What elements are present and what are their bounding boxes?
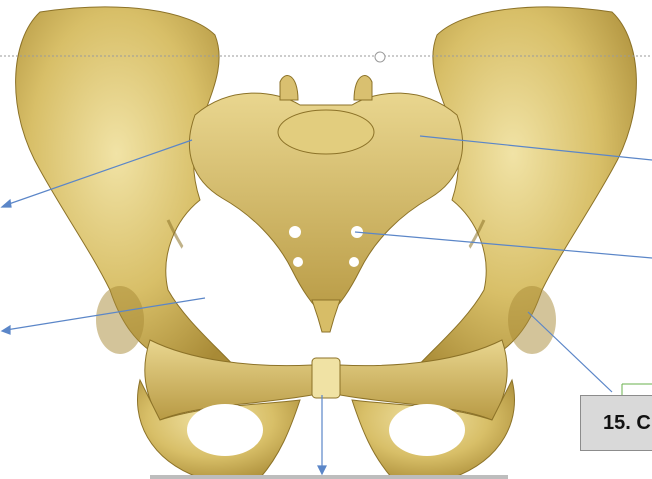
left-articular-process bbox=[354, 76, 372, 100]
answer-label-box[interactable]: 15. C bbox=[580, 395, 652, 451]
answer-label-text: 15. C bbox=[603, 412, 651, 434]
pelvis-illustration bbox=[16, 7, 637, 478]
bottom-label-bar bbox=[150, 475, 508, 479]
right-acetabulum bbox=[96, 286, 144, 354]
right-obturator-foramen bbox=[187, 404, 263, 456]
pubic-symphysis bbox=[312, 358, 340, 398]
rotation-handle[interactable] bbox=[375, 52, 385, 62]
arrowhead-pubic-symphysis bbox=[318, 466, 326, 474]
left-obturator-foramen bbox=[389, 404, 465, 456]
pointer-line-acetabulum bbox=[528, 312, 612, 392]
right-articular-process bbox=[280, 76, 298, 100]
left-acetabulum bbox=[508, 286, 556, 354]
arrowhead-sacroiliac bbox=[2, 200, 11, 207]
sacral-promontory bbox=[278, 110, 374, 154]
arrowhead-pelvic-brim bbox=[2, 326, 10, 334]
